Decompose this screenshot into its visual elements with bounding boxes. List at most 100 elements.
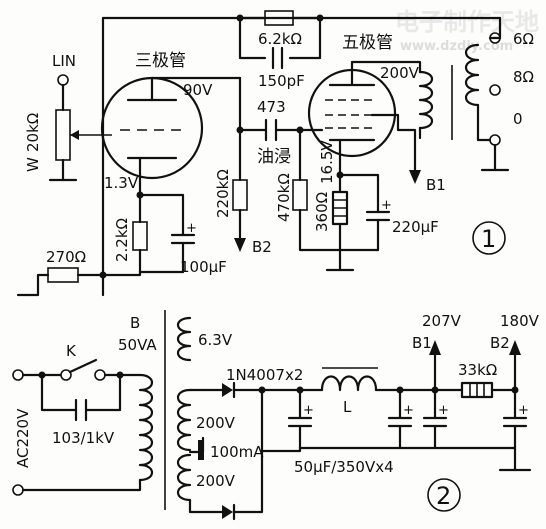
secondary-bot-label: 200V — [196, 472, 236, 490]
caps-label: 50μF/350Vx4 — [294, 458, 394, 476]
power-switch[interactable] — [68, 358, 98, 374]
grid-resistor-470k — [292, 179, 308, 211]
input-resistor-270 — [47, 267, 79, 283]
out-v1-label: 207V — [422, 312, 462, 330]
amplifier-circuit: 6.2kΩ 150pF LIN W 20kΩ 三极管 90V 1.3V + 2.… — [16, 10, 534, 297]
out-b2-label: B2 — [490, 334, 510, 352]
circuit-number-ring — [472, 221, 506, 255]
cathode-cap-wire — [138, 193, 185, 237]
power-supply-circuit: AC220V K 103/1kV B 50VA 6.3V 200V 100mA … — [12, 310, 540, 521]
b2-out-arrow-icon — [509, 340, 521, 355]
triode-voltage-label: 90V — [183, 81, 213, 99]
ot-secondary-coil — [464, 43, 480, 107]
filter-capacitor-3 — [422, 388, 448, 450]
b2-label: B2 — [252, 238, 272, 256]
resistor-bands — [469, 383, 485, 397]
filter-inductor — [320, 375, 378, 392]
hv-secondary-lower-coil — [176, 453, 192, 502]
heater-winding-coil — [176, 316, 192, 362]
input-ground-wire — [16, 273, 50, 297]
ot-secondary-bottom — [476, 103, 492, 142]
pentode-cathode-voltage: 16.5V — [318, 140, 336, 184]
circuit-2-number: 2 — [436, 482, 451, 510]
watermark-title: 电子制作天地 — [395, 8, 539, 36]
cathode-res1-label: 2.2kΩ — [113, 218, 131, 262]
pot-wiper-arrow-icon — [70, 130, 79, 140]
input-res-label: 270Ω — [46, 248, 86, 266]
feedback-wire — [238, 16, 267, 60]
mains-terminal-icon — [12, 484, 24, 496]
feedback-capacitor — [271, 46, 284, 70]
filter-capacitor-1 — [287, 388, 313, 450]
triode-cathode-voltage: 1.3V — [104, 174, 139, 192]
cap-polarity: + — [403, 403, 414, 418]
secondary-top-label: 200V — [196, 414, 236, 432]
mains-label: AC220V — [14, 408, 32, 468]
ot-primary-coil — [418, 70, 434, 130]
cathode-cap2-wire — [338, 173, 380, 214]
tap-6-label: 6Ω — [513, 30, 534, 48]
coupling-capacitor — [264, 118, 278, 142]
switch-contact — [94, 369, 106, 381]
diode-upper-icon — [222, 383, 233, 397]
diode-label: 1N4007x2 — [226, 366, 303, 384]
coupling-type-label: 油浸 — [257, 147, 291, 167]
snubber-cap-label: 103/1kV — [52, 429, 115, 447]
circuit-number-ring — [427, 478, 461, 512]
snubber-wire — [40, 373, 122, 412]
inductor-label: L — [343, 398, 352, 416]
center-tap-marker — [198, 440, 204, 460]
tap-8-label: 8Ω — [513, 68, 534, 86]
filter-capacitor-2 — [387, 388, 413, 450]
heater-voltage-label: 6.3V — [198, 331, 233, 349]
cathode-cap2-label: 220μF — [392, 218, 439, 236]
switch-contact — [60, 369, 72, 381]
cap-polarity: + — [186, 221, 197, 236]
mains-return-wire — [21, 478, 142, 492]
triode-label: 三极管 — [135, 51, 186, 71]
cap-polarity: + — [381, 198, 392, 213]
cap-polarity: + — [518, 403, 529, 418]
watermark-url: www.dzdiy.com — [400, 39, 513, 54]
tap-0-terminal-icon — [489, 134, 501, 146]
transformer-ref-label: B — [130, 314, 140, 332]
snubber-capacitor — [74, 398, 88, 422]
transformer-power-label: 50VA — [118, 336, 157, 354]
b1-label: B1 — [426, 176, 446, 194]
out-v2-label: 180V — [500, 312, 540, 330]
pentode-voltage-label: 200V — [380, 64, 420, 82]
cap-polarity: + — [438, 403, 449, 418]
cathode-resistor-1 — [132, 221, 148, 251]
center-ground-link — [260, 446, 302, 453]
switch-label: K — [66, 342, 77, 360]
diode-lower-icon — [222, 505, 233, 519]
tap-0-label: 0 — [513, 110, 523, 128]
grid-res-label: 470kΩ — [275, 173, 293, 222]
b1-out-arrow-icon — [429, 340, 441, 355]
cathode-capacitor-1 — [170, 233, 196, 245]
transformer-primary-coil — [138, 373, 154, 482]
secondary-current-label: 100mA — [210, 443, 264, 461]
wirewound-bands — [333, 199, 347, 217]
screen-grid-wire — [370, 113, 417, 172]
pentode-plate-wire — [350, 60, 422, 87]
plate-resistor-220k — [232, 179, 248, 211]
speaker-ground — [480, 143, 510, 172]
feedback-cap-label: 150pF — [258, 72, 305, 90]
secondary-bottom-wire — [188, 498, 207, 514]
mains-terminal-icon — [12, 369, 24, 381]
cathode-capacitor-2 — [365, 210, 391, 222]
b2-arrow-icon — [234, 238, 246, 252]
feedback-cap-wire — [288, 16, 322, 60]
tap-8ohm-terminal-icon — [489, 84, 501, 96]
pot-ref-label: W — [24, 157, 42, 172]
input-label: LIN — [52, 52, 76, 70]
plate-res-label: 220kΩ — [214, 169, 232, 218]
b1-arrow-icon — [409, 170, 421, 184]
cathode-cap1-label: 100μF — [180, 258, 227, 276]
circuit-1-number: 1 — [481, 225, 496, 253]
tap-6ohm-terminal-icon — [489, 32, 501, 44]
volume-potentiometer — [55, 109, 71, 161]
